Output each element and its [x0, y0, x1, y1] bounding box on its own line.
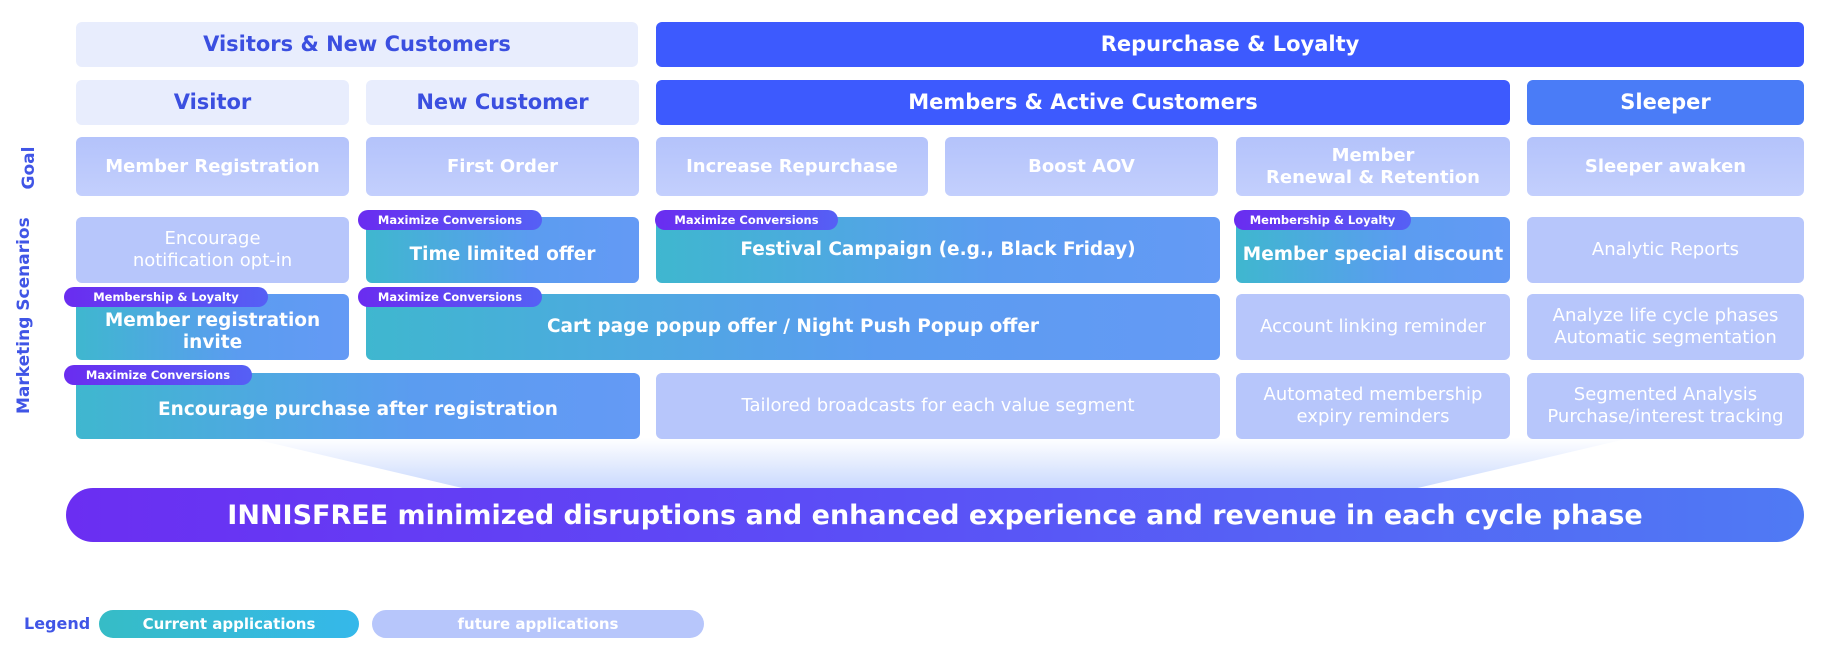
legend-future-applications: future applications	[372, 610, 704, 638]
header-new-customer: New Customer	[366, 80, 639, 125]
banner-glow	[250, 438, 1630, 490]
goal-first-order: First Order	[366, 137, 639, 196]
segmented-line1: Segmented Analysis	[1573, 384, 1758, 406]
summary-banner: INNISFREE minimized disruptions and enha…	[66, 488, 1804, 542]
goal-member-registration: Member Registration	[76, 137, 349, 196]
tag-maximize-conversions: Maximize Conversions	[64, 365, 252, 385]
optin-line1: Encourage	[164, 228, 261, 250]
tag-membership-loyalty: Membership & Loyalty	[64, 287, 268, 307]
scenario-tailored-broadcasts: Tailored broadcasts for each value segme…	[656, 373, 1220, 439]
tag-membership-loyalty: Membership & Loyalty	[1234, 210, 1411, 230]
segmented-line2: Purchase/interest tracking	[1547, 406, 1784, 427]
header-visitor: Visitor	[76, 80, 349, 125]
goal-side-label: Goal	[19, 146, 39, 190]
scenario-account-linking-reminder: Account linking reminder	[1236, 294, 1510, 360]
optin-line2: notification opt-in	[132, 250, 293, 271]
tag-maximize-conversions: Maximize Conversions	[655, 210, 838, 230]
scenario-member-registration-invite: Member registration invite	[76, 294, 349, 360]
scenario-membership-expiry-reminders: Automated membership expiry reminders	[1236, 373, 1510, 439]
tag-maximize-conversions: Maximize Conversions	[358, 287, 542, 307]
legend-current-applications: Current applications	[99, 610, 359, 638]
goal-boost-aov: Boost AOV	[945, 137, 1218, 196]
goal-sleeper-awaken: Sleeper awaken	[1527, 137, 1804, 196]
header-visitors-new-customers: Visitors & New Customers	[76, 22, 638, 67]
scenario-member-special-discount: Member special discount	[1236, 217, 1510, 283]
expiry-line1: Automated membership	[1263, 384, 1483, 406]
lifecycle-line1: Analyze life cycle phases	[1552, 305, 1779, 327]
scenario-encourage-notification-optin: Encourage notification opt-in	[76, 217, 349, 283]
legend-label: Legend	[24, 614, 91, 633]
goal-renewal-line2: Renewal & Retention	[1266, 166, 1480, 188]
goal-renewal-line1: Member	[1331, 144, 1415, 166]
header-repurchase-loyalty: Repurchase & Loyalty	[656, 22, 1804, 67]
goal-increase-repurchase: Increase Repurchase	[656, 137, 928, 196]
lifecycle-line2: Automatic segmentation	[1554, 327, 1777, 348]
header-members-active-customers: Members & Active Customers	[656, 80, 1510, 125]
header-sleeper: Sleeper	[1527, 80, 1804, 125]
scenario-segmented-analysis: Segmented Analysis Purchase/interest tra…	[1527, 373, 1804, 439]
marketing-scenarios-side-label: Marketing Scenarios	[14, 217, 34, 414]
scenario-lifecycle-segmentation: Analyze life cycle phases Automatic segm…	[1527, 294, 1804, 360]
expiry-line2: expiry reminders	[1296, 406, 1450, 427]
tag-maximize-conversions: Maximize Conversions	[358, 210, 542, 230]
scenario-analytic-reports: Analytic Reports	[1527, 217, 1804, 283]
goal-member-renewal-retention: Member Renewal & Retention	[1236, 137, 1510, 196]
